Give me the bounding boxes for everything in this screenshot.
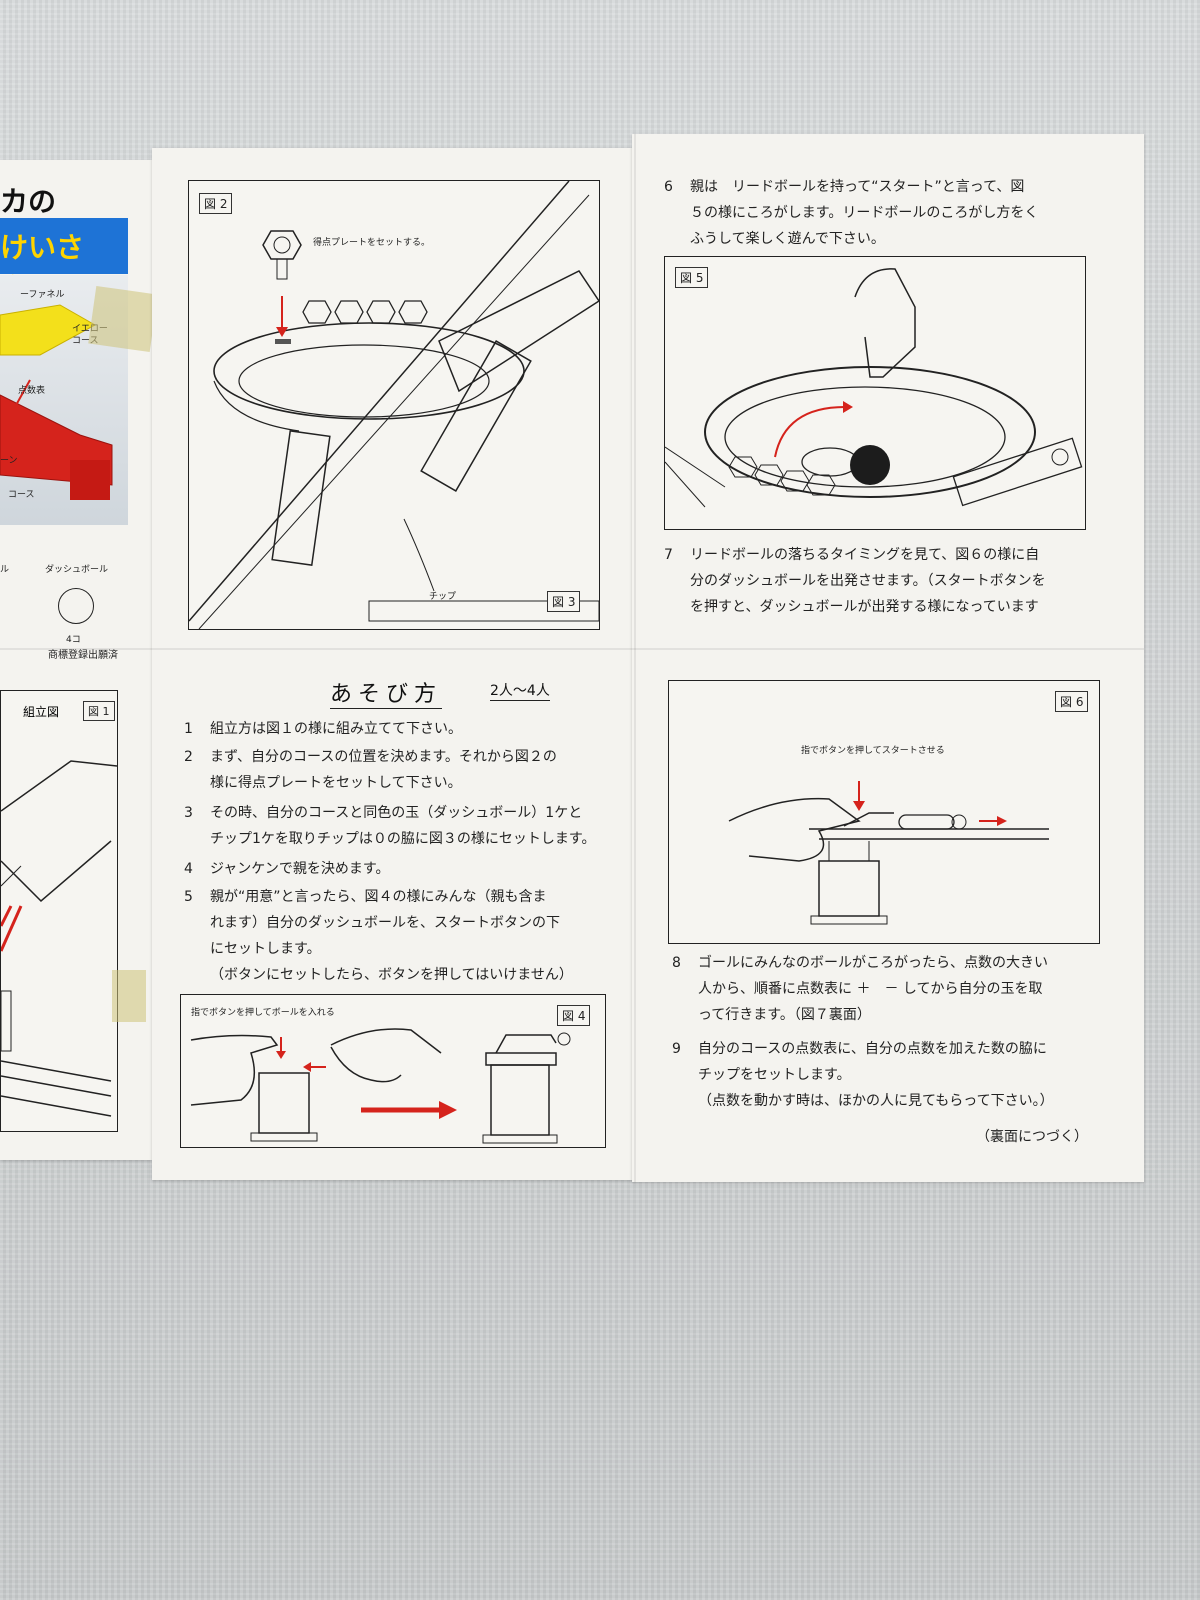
dash-ball-label: ダッシュボール <box>45 565 109 575</box>
step-number: 6 <box>664 179 673 195</box>
fold-line-vertical <box>634 134 636 1182</box>
dash-ball-circle <box>58 588 94 624</box>
step-line: れます）自分のダッシュボールを、スタートボタンの下 <box>210 915 560 931</box>
step-line: 親は リードボールを持って“スタート”と言って、図 <box>690 179 1025 195</box>
fig1-tag: 図 1 <box>83 701 115 721</box>
tape-bottom <box>112 970 146 1022</box>
lane-label: ーン <box>0 456 18 466</box>
step-line: を押すと、ダッシュボールが出発する様になっています <box>690 599 1039 615</box>
step-line: 分のダッシュボールを出発させます。（スタートボタンを <box>690 573 1046 589</box>
left-panel: カの けいさん ーファネル イエロー コース 点数表 ーン コース ル ダッシュ… <box>0 160 158 1160</box>
course-label: コース <box>8 490 35 500</box>
step-number: 3 <box>184 805 193 821</box>
funnel-label: ーファネル <box>20 290 65 300</box>
fig4-caption: 指でボタンを押してボールを入れる <box>191 1008 335 1018</box>
rules-title: あそび方 <box>330 676 443 709</box>
fig2-tag: 図 2 <box>199 193 233 214</box>
fig4-drawing <box>190 1028 571 1144</box>
title-fragment: カの <box>0 185 57 218</box>
step-line: ゴールにみんなのボールがころがったら、点数の大きい <box>698 955 1048 971</box>
step-line: （点数を動かす時は、ほかの人に見てもらって下さい。） <box>698 1093 1054 1109</box>
step-line: まず、自分のコースの位置を決めます。それから図２の <box>210 749 557 765</box>
step-line: リードボールの落ちるタイミングを見て、図６の様に自 <box>690 547 1040 563</box>
fig5-drawing <box>664 268 1083 508</box>
fig6-tag: 図 6 <box>1055 691 1089 712</box>
step-line: 組立方は図１の様に組み立てて下さい。 <box>210 721 462 737</box>
step-line: 自分のコースの点数表に、自分の点数を加えた数の脇に <box>698 1041 1047 1057</box>
step-number: 2 <box>184 749 193 765</box>
fig5-tag: 図 5 <box>675 267 709 288</box>
fig4-box: 指でボタンを押してボールを入れる 図 4 <box>180 994 606 1148</box>
step-number: 5 <box>184 889 193 905</box>
fig5-box: 図 5 <box>664 256 1086 530</box>
score-plates <box>302 300 428 324</box>
step-line: チップをセットします。 <box>698 1067 851 1083</box>
fig6-caption: 指でボタンを押してスタートさせる <box>801 746 945 756</box>
fig4-tag: 図 4 <box>557 1005 591 1026</box>
step-number: 9 <box>672 1041 681 1057</box>
step-6: 6 親は リードボールを持って“スタート”と言って、図 ５の様にころがします。リー… <box>664 174 1038 252</box>
fig1-drawing <box>0 760 118 1117</box>
step-9: 9 自分のコースの点数表に、自分の点数を加えた数の脇に チップをセットします。 （… <box>672 1036 1054 1114</box>
fig2-drawing <box>188 180 601 630</box>
step-1: 1 組立方は図１の様に組み立てて下さい。 <box>184 716 462 742</box>
blue-banner: けいさん <box>0 218 128 304</box>
fold-line-horizontal <box>0 648 1144 650</box>
fig5-score-plates <box>728 456 836 496</box>
step-7: 7 リードボールの落ちるタイミングを見て、図６の様に自 分のダッシュボールを出発さ… <box>664 542 1046 620</box>
fig1-box: 組立図 図 1 <box>0 690 118 1132</box>
continued-note: （裏面につづく） <box>976 1129 1088 1145</box>
fig6-box: 図 6 指でボタンを押してスタートさせる <box>668 680 1100 944</box>
step-4: 4 ジャンケンで親を決めます。 <box>184 856 389 882</box>
step-line: チップ1ケを取りチップは０の脇に図３の様にセットします。 <box>210 831 596 847</box>
step-line: って行きます。（図７裏面） <box>698 1007 871 1023</box>
chip-label: チップ <box>429 592 457 602</box>
step-line: ５の様にころがします。リードボールのころがし方をく <box>690 205 1039 221</box>
fig2-caption: 得点プレートをセットする。 <box>313 238 431 248</box>
step-line: 様に得点プレートをセットして下さい。 <box>210 775 462 791</box>
ball-count: 4コ <box>66 635 81 645</box>
step-line: （ボタンにセットしたら、ボタンを押してはいけません） <box>210 967 573 983</box>
fig2-fig3-box: 図 2 得点プレートをセットする。 チップ 図 3 <box>188 180 601 630</box>
step-line: 親が“用意”と言ったら、図４の様にみんな（親も含ま <box>210 889 547 905</box>
assembly-label: 組立図 <box>23 705 60 719</box>
step-line: ふうして楽しく遊んで下さい。 <box>690 231 885 247</box>
fig6-drawing <box>728 781 1049 925</box>
fig3-tag: 図 3 <box>547 591 581 612</box>
step-2: 2 まず、自分のコースの位置を決めます。それから図２の 様に得点プレートをセットし… <box>184 744 557 796</box>
step-8: 8 ゴールにみんなのボールがころがったら、点数の大きい 人から、順番に点数表に ＋… <box>672 950 1048 1028</box>
trademark-note: 商標登録出願済 <box>48 650 118 661</box>
step-number: 1 <box>184 721 193 737</box>
step-line: ジャンケンで親を決めます。 <box>210 861 390 877</box>
step-number: 4 <box>184 861 193 877</box>
tape-top <box>88 285 158 353</box>
step-number: 7 <box>664 547 673 563</box>
product-photo-art <box>0 304 113 500</box>
step-3: 3 その時、自分のコースと同色の玉（ダッシュボール）1ケと チップ1ケを取りチップ… <box>184 800 596 852</box>
ball-label-fragment: ル <box>0 565 10 575</box>
players-count: 2人～4人 <box>490 680 550 701</box>
step-number: 8 <box>672 955 681 971</box>
step-line: その時、自分のコースと同色の玉（ダッシュボール）1ケと <box>210 805 583 821</box>
step-line: 人から、順番に点数表に ＋ － してから自分の玉を取 <box>698 981 1043 997</box>
step-5: 5 親が“用意”と言ったら、図４の様にみんな（親も含ま れます）自分のダッシュボー… <box>184 884 573 988</box>
step-line: にセットします。 <box>210 941 321 957</box>
score-table-label: 点数表 <box>18 386 46 396</box>
